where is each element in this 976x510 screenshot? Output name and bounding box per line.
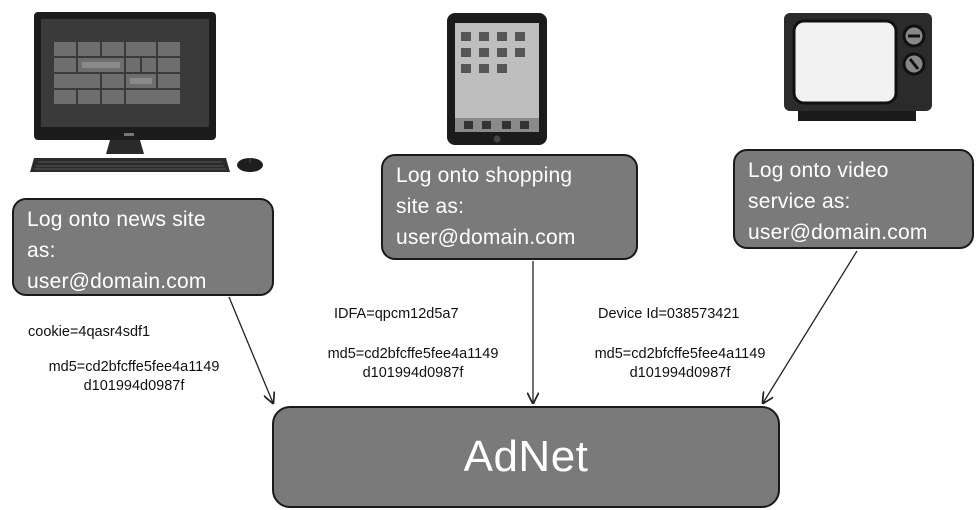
shopping-box-line-1: Log onto shopping <box>396 164 573 187</box>
video-md5-line-1: md5=cd2bfcffe5fee4a1149 <box>594 346 766 362</box>
video-device-id: Device Id=038573421 <box>598 306 740 322</box>
news-site-login-box: Log onto news site as: user@domain.com <box>12 198 274 296</box>
news-to-adnet-arrow <box>228 296 273 403</box>
video-service-login-box: Log onto video service as: user@domain.c… <box>733 149 974 249</box>
shopping-box-line-3: user@domain.com <box>396 226 576 249</box>
shopping-idfa-id: IDFA=qpcm12d5a7 <box>334 306 459 322</box>
news-md5-line-2: d101994d0987f <box>83 378 185 394</box>
video-box-line-2: service as: <box>748 190 851 213</box>
news-md5-hash: md5=cd2bfcffe5fee4a1149 d101994d0987f <box>18 359 250 394</box>
tv-icon <box>784 13 932 121</box>
shopping-md5-line-1: md5=cd2bfcffe5fee4a1149 <box>327 346 499 362</box>
adnet-box: AdNet <box>272 406 780 508</box>
video-md5-line-2: d101994d0987f <box>629 365 731 381</box>
news-box-line-2: as: <box>27 239 56 262</box>
video-to-adnet-arrow <box>763 250 858 403</box>
shopping-box-line-2: site as: <box>396 195 465 218</box>
video-md5-hash: md5=cd2bfcffe5fee4a1149 d101994d0987f <box>564 346 796 381</box>
video-box-line-1: Log onto video <box>748 159 889 182</box>
adnet-label: AdNet <box>463 432 589 481</box>
shopping-md5-line-2: d101994d0987f <box>362 365 464 381</box>
news-box-line-1: Log onto news site <box>27 208 206 231</box>
shopping-site-login-box: Log onto shopping site as: user@domain.c… <box>381 154 638 260</box>
desktop-computer-icon <box>30 12 263 172</box>
news-box-line-3: user@domain.com <box>27 270 207 293</box>
news-cookie-id: cookie=4qasr4sdf1 <box>28 324 151 340</box>
news-md5-line-1: md5=cd2bfcffe5fee4a1149 <box>48 359 220 375</box>
shopping-md5-hash: md5=cd2bfcffe5fee4a1149 d101994d0987f <box>297 346 529 381</box>
video-box-line-3: user@domain.com <box>748 221 928 244</box>
tablet-icon <box>447 13 547 145</box>
